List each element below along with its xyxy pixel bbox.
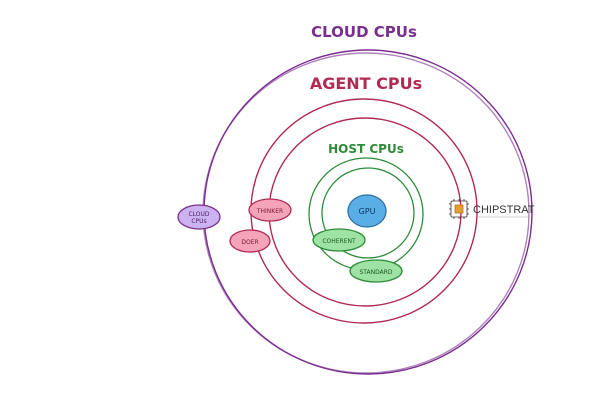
coherent-label: COHERENT bbox=[322, 238, 356, 245]
chipstrat-logo: CHIPSTRAT bbox=[449, 199, 535, 219]
cloud-cpus-node-label-line1: CLOUD bbox=[188, 211, 209, 218]
cloud-cpus-node-label-line2: CPUs bbox=[191, 218, 206, 225]
chip-icon bbox=[449, 199, 469, 219]
agent-cpus-title: AGENT CPUs bbox=[310, 74, 422, 93]
cloud-cpus-node: CLOUD CPUs bbox=[177, 204, 221, 230]
thinker-label: THINKER bbox=[256, 208, 283, 215]
gpu-label: GPU bbox=[359, 207, 376, 216]
chipstrat-wordmark: CHIPSTRAT bbox=[473, 204, 535, 216]
standard-label: STANDARD bbox=[359, 269, 392, 276]
doer-label: DOER bbox=[241, 239, 258, 246]
standard-node: STANDARD bbox=[349, 259, 403, 283]
gpu-node: GPU bbox=[347, 194, 387, 228]
host-cpus-title: HOST CPUs bbox=[328, 142, 404, 156]
thinker-node: THINKER bbox=[248, 198, 292, 222]
doer-node: DOER bbox=[229, 229, 271, 253]
cloud-cpus-title: CLOUD CPUs bbox=[311, 23, 417, 41]
coherent-node: COHERENT bbox=[312, 228, 366, 252]
